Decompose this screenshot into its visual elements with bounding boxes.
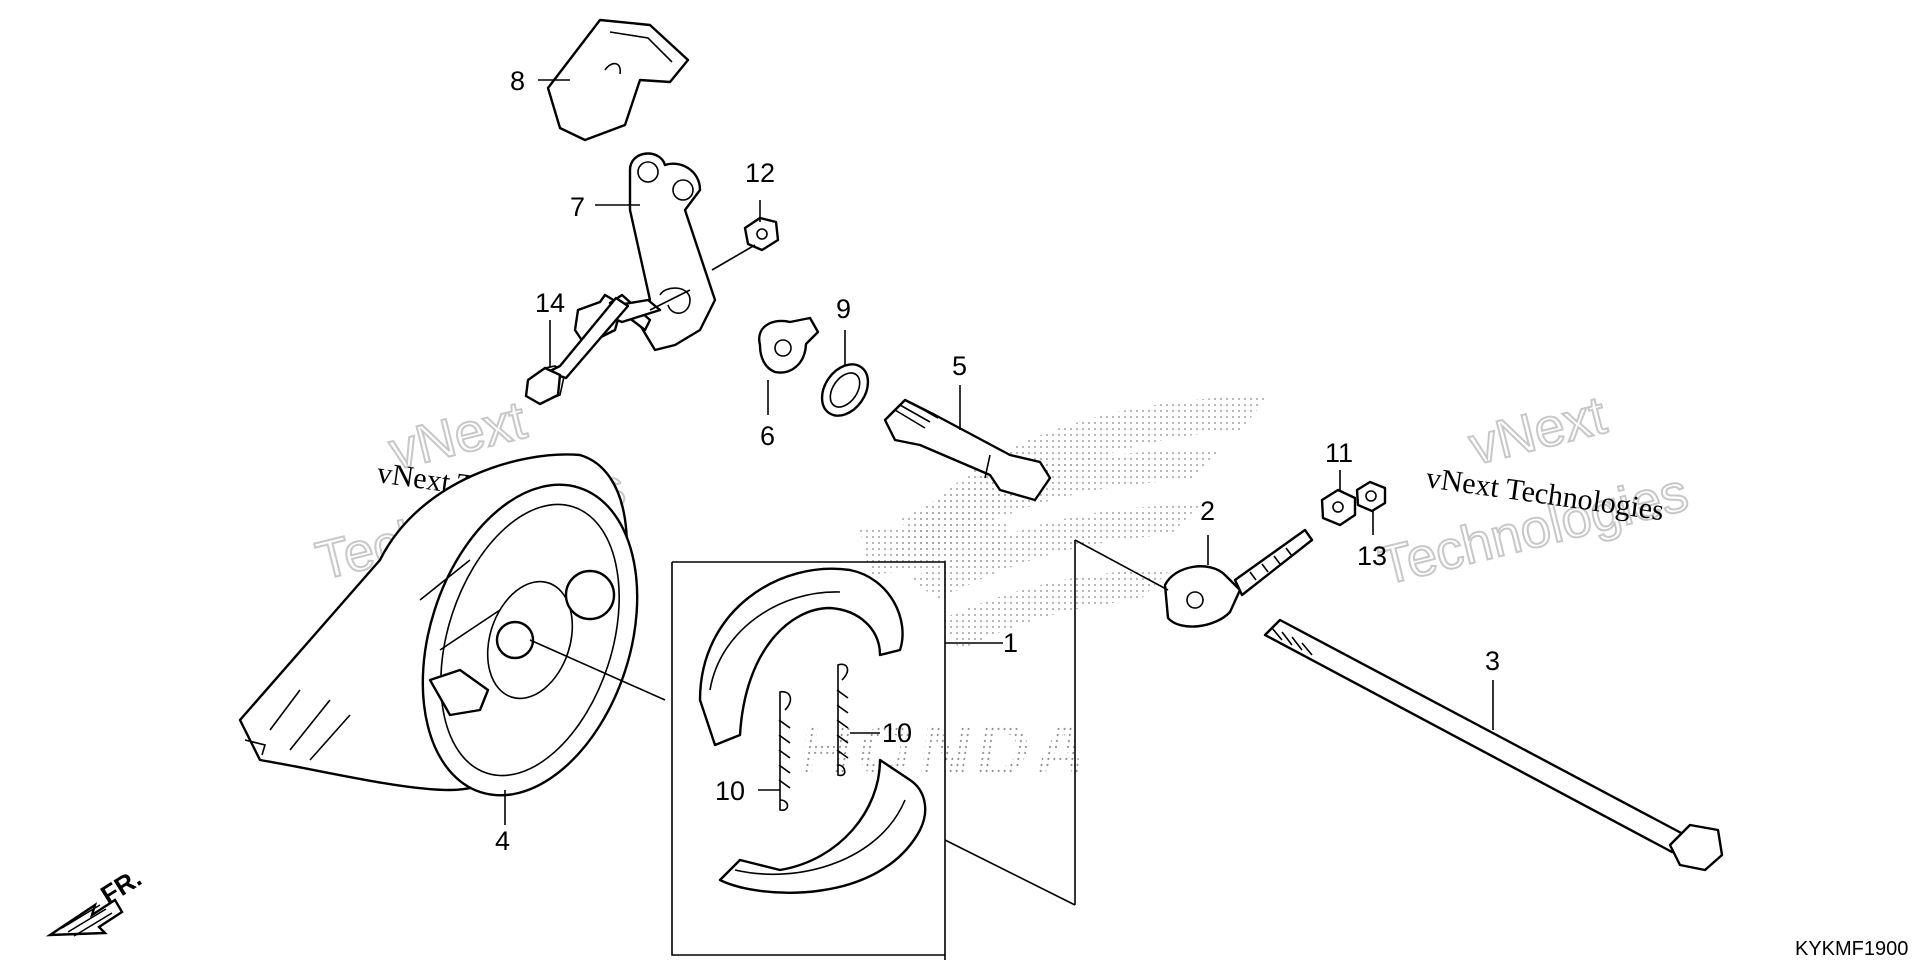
- callout-7: 7: [570, 192, 585, 222]
- part-8-cover: [546, 18, 690, 142]
- watermark-line2: vNext: [1463, 385, 1611, 477]
- part-7-brake-arm: [628, 152, 717, 352]
- part-4-brake-panel: [238, 453, 639, 797]
- callout-11: 11: [1325, 438, 1353, 468]
- watermark-right: vNext Technologies vNext Technologies: [1372, 384, 1694, 598]
- part-13-nut: [1355, 480, 1387, 513]
- callout-9: 9: [836, 294, 851, 324]
- callout-10-right: 10: [882, 718, 912, 748]
- part-5-brake-cam: [883, 398, 1052, 502]
- callout-2: 2: [1200, 496, 1215, 526]
- part-3-rear-axle: [1263, 618, 1724, 872]
- callout-8: 8: [510, 66, 525, 96]
- part-1-brake-shoe-set: [671, 561, 946, 960]
- direction-label: FR.: [95, 862, 146, 910]
- part-14-bolt: [524, 293, 662, 406]
- callout-4: 4: [495, 826, 510, 856]
- callout-14: 14: [535, 288, 565, 318]
- callout-12: 12: [745, 158, 775, 188]
- callout-6: 6: [760, 421, 775, 451]
- part-2-brake-rod-joint: [1163, 528, 1314, 628]
- callout-3: 3: [1485, 646, 1500, 676]
- part-11-nut: [1320, 488, 1357, 527]
- brand-text: HONDA: [794, 711, 1099, 791]
- leader-lines: [504, 79, 1494, 906]
- part-9-seal: [820, 363, 870, 417]
- diagram-code: KYKMF1900: [1795, 938, 1908, 960]
- callout-5: 5: [952, 351, 967, 381]
- front-direction-indicator: FR.: [45, 862, 147, 937]
- brand-wing-logo: [860, 395, 1270, 650]
- callout-13: 13: [1357, 541, 1387, 571]
- callout-1: 1: [1003, 628, 1018, 658]
- part-6-indicator-plate: [758, 316, 820, 374]
- callout-10-left: 10: [715, 776, 745, 806]
- part-12-nut: [743, 216, 780, 252]
